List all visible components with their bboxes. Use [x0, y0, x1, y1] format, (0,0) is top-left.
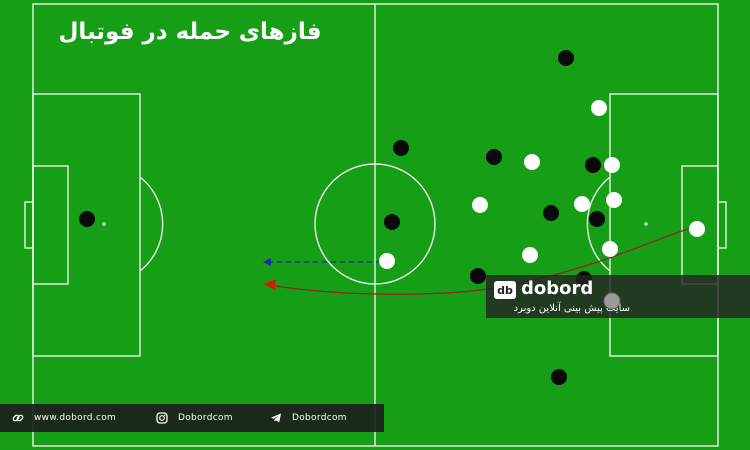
- player-white: [606, 192, 622, 208]
- ball-marker: [264, 279, 276, 290]
- player-white: [472, 197, 488, 213]
- player-white: [379, 253, 395, 269]
- social-link-label: www.dobord.com: [34, 413, 117, 423]
- player-white: [524, 154, 540, 170]
- social-link-label: Dobordcom: [178, 413, 233, 423]
- player-white: [522, 247, 538, 263]
- player-black: [79, 211, 95, 227]
- player-black: [589, 211, 605, 227]
- social-link-website[interactable]: www.dobord.com: [12, 404, 116, 432]
- social-link-telegram[interactable]: Dobordcom: [270, 404, 347, 432]
- player-black: [551, 369, 567, 385]
- player-white: [602, 241, 618, 257]
- brand-name: dobord: [521, 278, 594, 299]
- right-penalty-spot: [644, 222, 648, 226]
- highlighted-player: [603, 292, 621, 310]
- player-white: [689, 221, 705, 237]
- social-link-label: Dobordcom: [292, 413, 347, 423]
- social-link-instagram[interactable]: Dobordcom: [156, 404, 233, 432]
- player-black: [470, 268, 486, 284]
- team-white-players: [379, 100, 705, 269]
- pitch-markings: [24, 3, 727, 447]
- player-white: [591, 100, 607, 116]
- left-goal: [24, 201, 34, 249]
- pass-arrow-head: [263, 258, 271, 266]
- team-black-players: [79, 50, 605, 385]
- instagram-icon: [156, 412, 168, 424]
- page-title: فازهای حمله در فوتبال: [58, 19, 322, 45]
- player-black: [486, 149, 502, 165]
- player-white: [574, 196, 590, 212]
- left-penalty-arc: [139, 176, 164, 272]
- player-black: [393, 140, 409, 156]
- player-white: [604, 157, 620, 173]
- social-links-bar: www.dobord.com Dobordcom Dobordcom: [0, 404, 384, 432]
- player-black: [558, 50, 574, 66]
- player-black: [543, 205, 559, 221]
- telegram-icon: [271, 413, 281, 423]
- right-goal: [717, 201, 727, 249]
- link-icon: [12, 414, 24, 422]
- svg-text:db: db: [497, 284, 513, 297]
- left-penalty-spot: [102, 222, 106, 226]
- center-circle: [314, 163, 436, 285]
- dobord-logo-icon: db: [494, 281, 516, 299]
- player-black: [585, 157, 601, 173]
- brand-tagline: سایت پیش بینی آنلاین دوبرد: [513, 303, 630, 314]
- player-black: [384, 214, 400, 230]
